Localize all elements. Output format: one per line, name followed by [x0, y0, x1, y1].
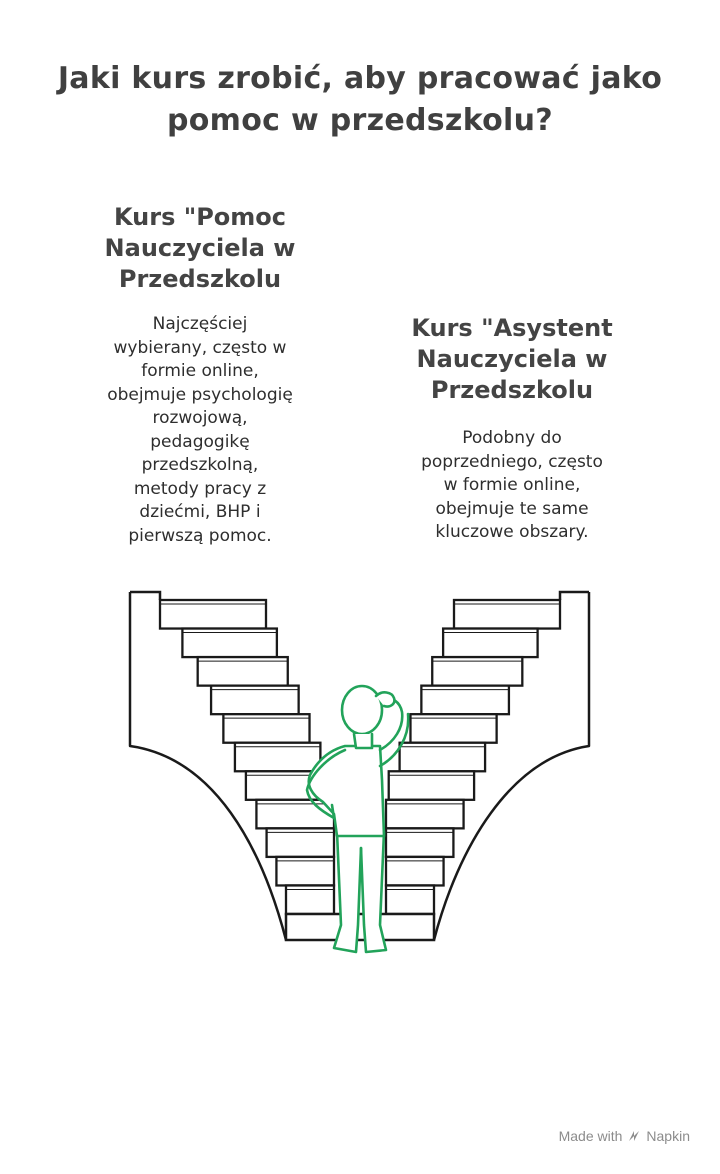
- right-steps: [384, 598, 562, 916]
- option-2-title: Kurs "Asystent Nauczyciela w Przedszkolu: [411, 314, 613, 404]
- left-step: [275, 855, 336, 887]
- footer-branding: Made with Napkin: [559, 1128, 690, 1144]
- right-step: [387, 770, 476, 801]
- right-staircase-wall: [432, 592, 591, 941]
- right-step: [384, 855, 445, 887]
- napkin-logo-icon: [629, 1131, 640, 1141]
- page-title: Jaki kurs zrobić, aby pracować jako pomo…: [57, 61, 663, 138]
- right-step: [409, 713, 498, 744]
- right-staircase-top: [558, 590, 589, 600]
- left-step: [255, 798, 336, 830]
- option-2-description: Podobny do poprzedniego, często w formie…: [421, 428, 603, 542]
- right-step: [384, 884, 436, 916]
- left-step: [196, 655, 289, 687]
- made-with-label: Made with: [558, 1128, 623, 1144]
- left-staircase-top: [130, 590, 162, 600]
- left-step: [222, 713, 311, 744]
- left-step: [284, 884, 336, 916]
- right-step: [398, 741, 487, 773]
- bottom-step: [284, 912, 436, 942]
- napkin-brand-label: Napkin: [646, 1128, 690, 1144]
- left-steps: [158, 598, 336, 916]
- staircase-illustration: [128, 590, 591, 954]
- option-1-description: Najczęściej wybierany, często w formie o…: [107, 314, 293, 546]
- person-scratching-head-icon: [305, 684, 410, 954]
- right-step: [431, 655, 524, 687]
- option-1-title: Kurs "Pomoc Nauczyciela w Przedszkolu: [104, 203, 296, 293]
- left-step: [265, 827, 336, 859]
- left-step: [181, 627, 279, 659]
- right-step: [420, 684, 511, 716]
- left-staircase-wall: [128, 592, 288, 941]
- right-step: [384, 827, 455, 859]
- left-step: [233, 741, 322, 773]
